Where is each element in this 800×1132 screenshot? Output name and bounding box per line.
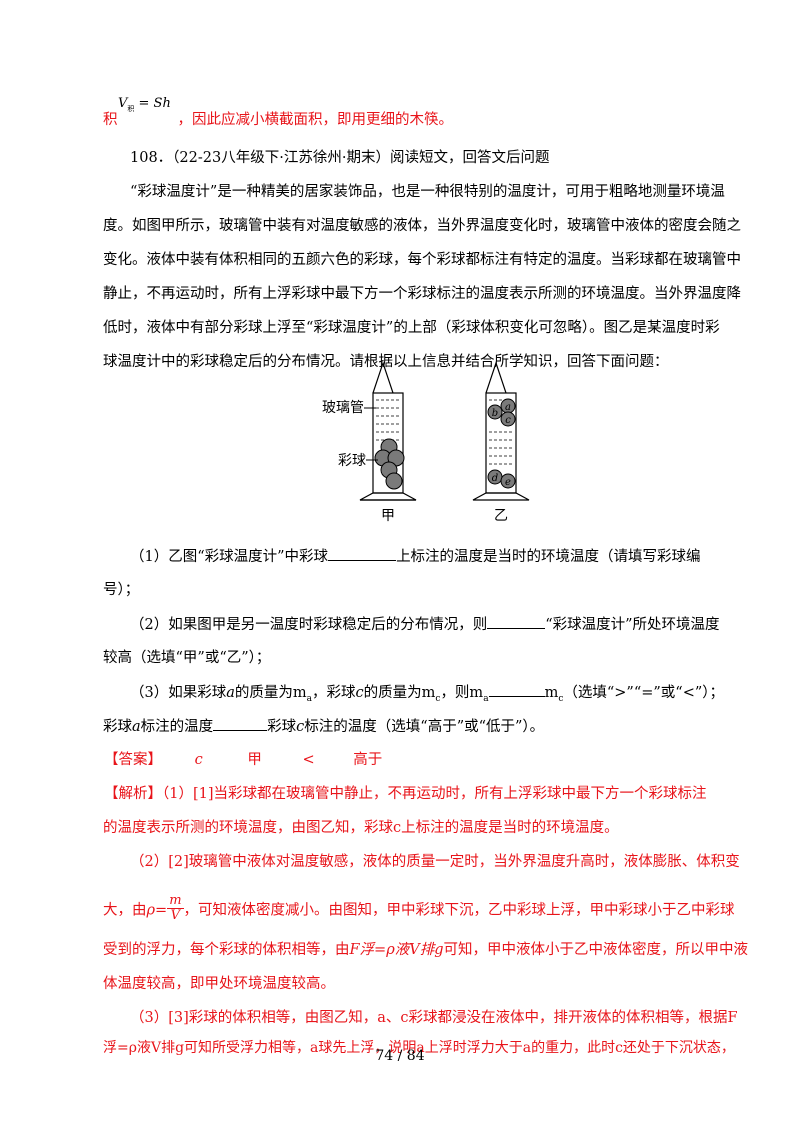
answer-blank-3[interactable]: [488, 682, 545, 697]
ball-c: [500, 411, 516, 427]
analysis-line-3: （2）[2]玻璃管中液体对温度敏感，液体的质量一定时，当外界温度升高时，液体膨胀…: [130, 854, 740, 870]
answer-2: 甲: [247, 752, 262, 768]
sub-question-2-end: 较高（选填“甲”或“乙”）；: [103, 650, 271, 666]
answer-4: 高于: [353, 752, 383, 768]
ball: [385, 472, 403, 490]
passage-line-5: 低时，液体中有部分彩球上浮至“彩球温度计”的上部（彩球体积变化可忽略）。图乙是某…: [103, 320, 720, 336]
ball-e-label: e: [505, 477, 511, 488]
thermometer-figure: a b c d e 玻璃管 彩球 甲 乙: [322, 361, 530, 524]
analysis-line-8: 浮=ρ液V排g可知所受浮力相等，a球先上浮，说明a上浮时浮力大于a的重力，此时c…: [103, 1040, 735, 1056]
sub-question-1: （1）乙图“彩球温度计”中彩球上标注的温度是当时的环境温度（请填写彩球编: [130, 546, 750, 567]
answer-label: 【答案】: [104, 752, 162, 768]
ball-c-label: c: [505, 415, 511, 426]
previous-answer-end: 积，因此应减小横截面积，即用更细的木筷。: [103, 112, 453, 128]
answer-1: c: [194, 752, 203, 768]
thermometer-jia: [359, 361, 417, 501]
analysis-line-5: 受到的浮力，每个彩球的体积相等，由F浮=ρ液V排g可知，甲中液体小于乙中液体密度…: [103, 942, 748, 958]
answer-blank-4[interactable]: [213, 716, 268, 731]
answer-3: <: [302, 752, 315, 768]
sub-question-3-cont: 彩球a标注的温度彩球c标注的温度（选填“高于”或“低于”）。: [103, 716, 723, 737]
answer-blank-1[interactable]: [328, 546, 397, 561]
passage-line-3: 变化。液体中装有体积相同的五颜六色的彩球，每个彩球都标注有特定的温度。当彩球都在…: [103, 252, 741, 268]
analysis-line-2: 的温度表示所测的环境温度，由图乙知，彩球c上标注的温度是当时的环境温度。: [103, 820, 619, 836]
sub-question-2: （2）如果图甲是另一温度时彩球稳定后的分布情况，则“彩球温度计”所处环境温度: [130, 614, 750, 635]
thermometer-yi: a b c d e: [472, 361, 530, 501]
analysis-line-1: 【解析】（1）[1]当彩球都在玻璃管中静止，不再运动时，所有上浮彩球中最下方一个…: [104, 786, 707, 802]
caption-jia: 甲: [381, 508, 395, 524]
analysis-line-6: 体温度较高，即甲处环境温度较高。: [103, 976, 335, 992]
passage-line-1: “彩球温度计”是一种精美的居家装饰品，也是一种很特别的温度计，可用于粗略地测量环…: [130, 184, 725, 200]
label-ball: 彩球: [338, 453, 366, 469]
question-header: 108．（22-23八年级下·江苏徐州·期末）阅读短文，回答文后问题: [130, 150, 550, 166]
ball-e: [500, 473, 516, 489]
passage-line-6: 球温度计中的彩球稳定后的分布情况。请根据以上信息并结合所学知识，回答下面问题：: [103, 354, 669, 370]
answer-line: 【答案】 c 甲 < 高于: [104, 750, 724, 770]
answer-blank-2[interactable]: [487, 614, 546, 629]
ball-a-label: a: [505, 402, 511, 413]
caption-yi: 乙: [494, 508, 508, 524]
label-glass-tube: 玻璃管: [322, 399, 364, 416]
ball-b: [487, 404, 503, 420]
passage-line-4: 静止，不再运动时，所有上浮彩球中最下方一个彩球标注的温度表示所测的环境温度。当外…: [103, 286, 741, 302]
analysis-line-7: （3）[3]彩球的体积相等，由图乙知，a、c彩球都浸没在液体中，排开液体的体积相…: [130, 1010, 738, 1026]
ball-b-label: b: [492, 408, 498, 419]
page-number: 74 / 84: [375, 1048, 425, 1064]
ball-d-label: d: [492, 473, 498, 484]
passage-line-2: 度。如图甲所示，玻璃管中装有对温度敏感的液体，当外界温度变化时，玻璃管中液体的密…: [103, 218, 741, 234]
volume-formula: V积 = Sh: [118, 96, 171, 113]
sub-question-1-end: 号）；: [103, 582, 140, 598]
